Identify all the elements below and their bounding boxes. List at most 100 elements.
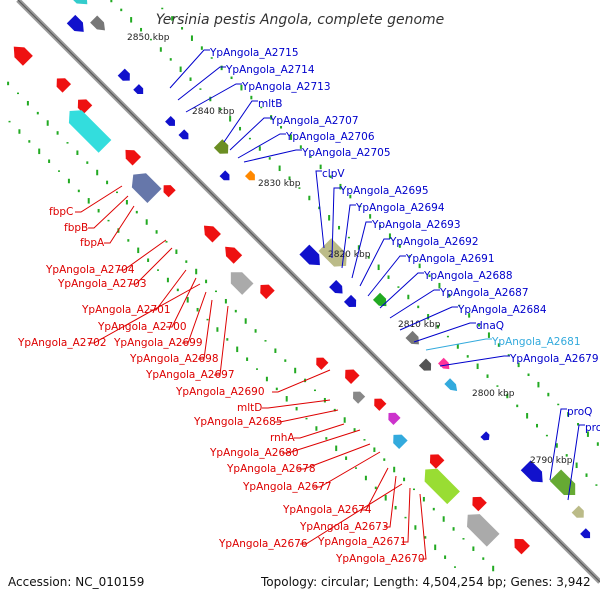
gene-features (13, 0, 591, 555)
gc-dot (444, 555, 447, 559)
label-leader (360, 467, 389, 511)
label-leader (549, 408, 567, 481)
gc-dot (418, 263, 421, 269)
label-leader (198, 299, 213, 360)
gc-dot (492, 565, 495, 572)
gc-dot (319, 164, 322, 170)
gc-dot (565, 454, 568, 457)
gc-dot (412, 488, 415, 491)
gc-dot (442, 516, 445, 522)
gene-label: YpAngola_A2692 (389, 236, 479, 248)
gc-skew-track (7, 0, 599, 572)
label-leader (88, 195, 129, 229)
kbp-tick-label: 2790 kbp (530, 456, 573, 466)
gene-label: YpAngola_A2707 (269, 115, 359, 127)
label-leader (88, 283, 201, 344)
gene-arrow (424, 468, 460, 505)
gene-arrow (353, 391, 366, 404)
gc-dot (448, 293, 451, 298)
gc-dot (161, 7, 164, 10)
gc-dot (244, 318, 247, 324)
gc-dot (189, 77, 192, 81)
gene-label: mltB (258, 98, 282, 110)
gene-label: fbpA (80, 237, 105, 249)
label-leader (314, 451, 381, 488)
gc-dot (377, 264, 380, 271)
gc-dot (254, 329, 257, 333)
gc-dot (17, 92, 19, 95)
gc-dot (127, 239, 130, 242)
gene-arrow (213, 139, 229, 154)
gene-arrow (343, 294, 357, 308)
gc-dot (476, 363, 479, 370)
gene-arrow (480, 431, 490, 441)
map-title: Yersinia pestis Angola, complete genome (156, 12, 445, 28)
label-leader (300, 483, 403, 545)
gc-dot (394, 505, 397, 510)
gene-arrow (244, 170, 255, 181)
gc-dot (482, 557, 485, 560)
gc-dot (379, 225, 382, 228)
gc-dot (393, 466, 396, 473)
gc-dot (278, 165, 281, 172)
gene-arrow (117, 68, 130, 81)
gene-arrow (178, 129, 189, 140)
gc-dot (149, 38, 152, 41)
gc-dot (328, 215, 331, 221)
gc-dot (280, 126, 283, 129)
gc-dot (169, 58, 172, 61)
gc-dot (274, 348, 277, 353)
gc-dot (353, 428, 356, 432)
gc-dot (468, 313, 471, 318)
gene-arrow (299, 244, 320, 266)
gc-dot (388, 233, 391, 239)
gc-dot (284, 359, 287, 362)
gc-dot (364, 475, 367, 481)
kbp-ticks: 2850 kbp 2840 kbp 2830 kbp 2820 kbp 2810… (127, 33, 573, 466)
gene-arrow (77, 99, 93, 114)
gene-label: dnaQ (476, 320, 504, 332)
gc-dot (239, 126, 242, 131)
label-leader (425, 338, 492, 351)
gc-dot (179, 66, 182, 73)
gc-dot (140, 27, 143, 32)
gc-dot (318, 206, 321, 210)
gc-dot (209, 96, 212, 102)
gc-dot (205, 279, 208, 284)
gc-dot (195, 268, 198, 275)
gc-dot (214, 290, 217, 293)
gene-label: YpAngola_A2679 (509, 353, 599, 365)
gc-dot (230, 76, 233, 80)
gc-dot (404, 516, 407, 519)
label-leader-lines (75, 49, 585, 560)
gc-dot (338, 225, 341, 230)
gc-dot (325, 437, 328, 440)
gc-dot (333, 408, 336, 412)
gene-label: fbpC (49, 206, 73, 218)
gc-dot (107, 219, 110, 222)
gc-dot (77, 189, 80, 193)
gene-label: YpAngola_A2699 (113, 337, 203, 349)
gc-dot (200, 46, 203, 50)
gc-dot (315, 426, 318, 431)
gc-dot (305, 417, 308, 420)
gene-arrow (230, 272, 254, 295)
gc-dot (236, 346, 239, 353)
gene-arrow (13, 46, 33, 66)
gc-dot (517, 362, 520, 368)
gene-label: YpAngola_A2702 (17, 337, 107, 349)
gene-arrow (372, 292, 387, 307)
gc-dot (369, 214, 372, 219)
label-leader (104, 205, 135, 244)
gc-dot (458, 304, 461, 307)
gene-label: YpAngola_A2670 (335, 553, 425, 565)
label-leader (419, 493, 427, 560)
gc-dot (363, 439, 366, 441)
gene-arrow (329, 280, 343, 294)
label-leader (359, 238, 390, 287)
gc-dot (176, 288, 179, 292)
gc-dot (67, 178, 70, 184)
label-leader (367, 255, 406, 297)
gc-dot (120, 8, 123, 12)
